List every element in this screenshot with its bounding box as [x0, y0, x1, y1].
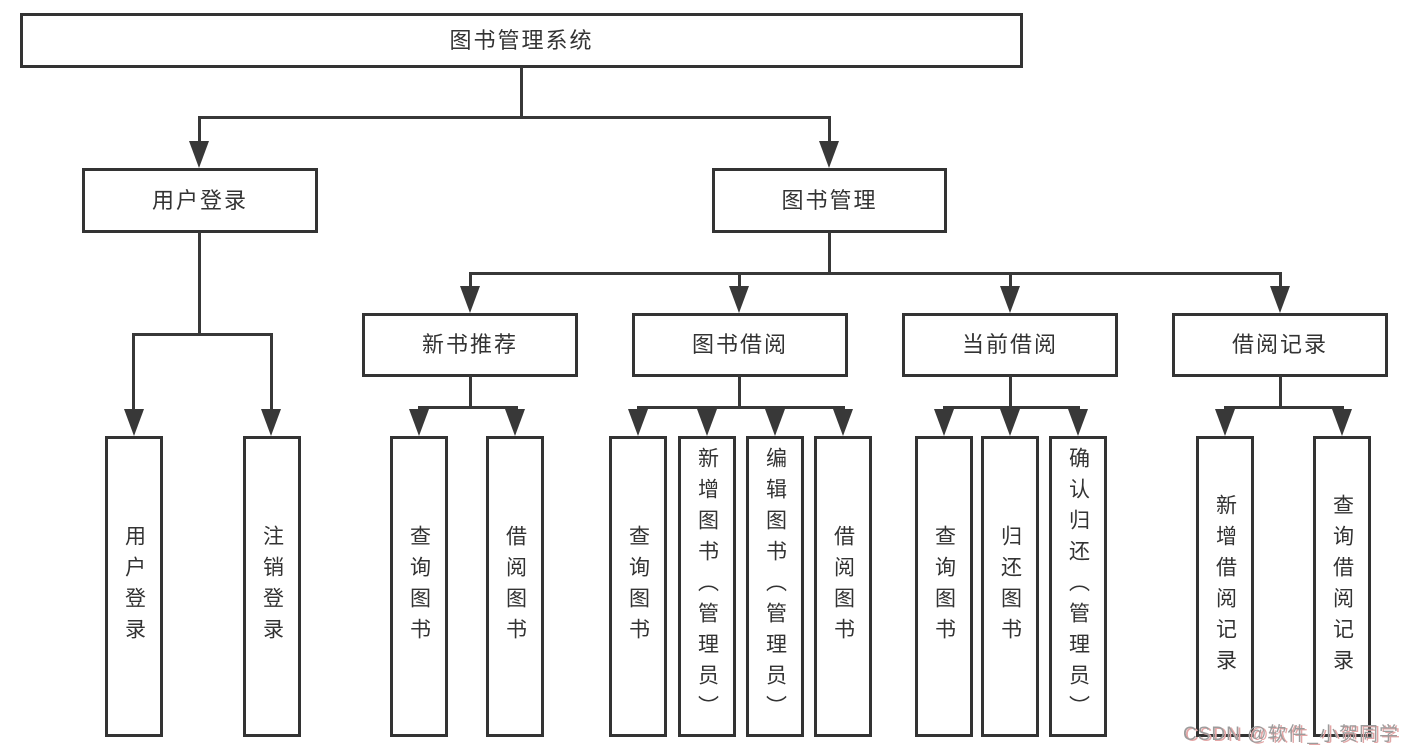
connector-current-drop	[1009, 375, 1012, 408]
connector-manage-branch	[469, 272, 1282, 275]
node-book-borrow: 图书借阅	[632, 313, 848, 377]
node-root: 图书管理系统	[20, 13, 1023, 68]
connector-login-drop	[198, 232, 201, 335]
leaf-query-books-current-label: 查询图书	[932, 524, 956, 649]
arrow-down-icon	[1332, 409, 1352, 436]
leaf-add-borrow-record-label: 新增借阅记录	[1213, 493, 1237, 680]
connector-stem-l3	[1009, 273, 1012, 289]
leaf-edit-book-admin-label: 编辑图书（管理员）	[763, 447, 787, 726]
connector-stem-leaf	[132, 334, 135, 412]
arrow-down-icon	[1000, 409, 1020, 436]
node-root-label: 图书管理系统	[449, 27, 594, 53]
arrow-down-icon	[1000, 286, 1020, 313]
leaf-logout-label: 注销登录	[260, 524, 284, 649]
leaf-user-login: 用户登录	[105, 436, 163, 737]
arrow-down-icon	[189, 141, 209, 168]
leaf-query-borrow-record-label: 查询借阅记录	[1330, 493, 1354, 680]
arrow-down-icon	[124, 409, 144, 436]
arrow-down-icon	[261, 409, 281, 436]
connector-recommend-branch	[418, 406, 518, 409]
node-new-book-recommend: 新书推荐	[362, 313, 578, 377]
connector-records-branch	[1224, 406, 1344, 409]
arrow-down-icon	[505, 409, 525, 436]
leaf-confirm-return-admin-label: 确认归还（管理员）	[1066, 447, 1090, 726]
leaf-borrow-books-recommend-label: 借阅图书	[503, 524, 527, 649]
leaf-return-book-label: 归还图书	[998, 524, 1022, 649]
arrow-down-icon	[833, 409, 853, 436]
node-new-book-recommend-label: 新书推荐	[421, 332, 518, 357]
connector-stem-l3	[469, 273, 472, 289]
arrow-down-icon	[934, 409, 954, 436]
leaf-borrow-books-recommend: 借阅图书	[486, 436, 544, 737]
connector-borrow-branch	[637, 406, 845, 409]
connector-recommend-drop	[469, 375, 472, 408]
node-borrow-records: 借阅记录	[1172, 313, 1388, 377]
arrow-down-icon	[1215, 409, 1235, 436]
leaf-edit-book-admin: 编辑图书（管理员）	[746, 436, 804, 737]
connector-level1-branch	[198, 116, 831, 119]
connector-stem-leaf	[270, 334, 273, 412]
arrow-down-icon	[1068, 409, 1088, 436]
arrow-down-icon	[729, 286, 749, 313]
connector-stem-manage	[828, 116, 831, 144]
leaf-borrow-book-label: 借阅图书	[831, 524, 855, 649]
arrow-down-icon	[460, 286, 480, 313]
node-borrow-records-label: 借阅记录	[1231, 332, 1328, 357]
leaf-return-book: 归还图书	[981, 436, 1039, 737]
connector-root-drop	[520, 67, 523, 119]
node-user-login: 用户登录	[82, 168, 318, 233]
arrow-down-icon	[628, 409, 648, 436]
connector-stem-login	[198, 116, 201, 144]
connector-manage-drop	[828, 232, 831, 274]
node-book-borrow-label: 图书借阅	[691, 332, 788, 357]
connector-login-branch	[132, 333, 273, 336]
watermark: CSDN @软件_小贺同学	[1183, 724, 1399, 745]
node-current-borrow-label: 当前借阅	[961, 332, 1058, 357]
leaf-add-book-admin: 新增图书（管理员）	[678, 436, 736, 737]
leaf-borrow-book: 借阅图书	[814, 436, 872, 737]
leaf-add-borrow-record: 新增借阅记录	[1196, 436, 1254, 737]
arrow-down-icon	[409, 409, 429, 436]
node-current-borrow: 当前借阅	[902, 313, 1118, 377]
connector-records-drop	[1279, 375, 1282, 408]
leaf-query-books-borrow: 查询图书	[609, 436, 667, 737]
leaf-query-books-current: 查询图书	[915, 436, 973, 737]
leaf-query-borrow-record: 查询借阅记录	[1313, 436, 1371, 737]
node-book-management-label: 图书管理	[781, 187, 878, 213]
connector-borrow-drop	[738, 375, 741, 408]
leaf-query-books-recommend-label: 查询图书	[407, 524, 431, 649]
leaf-confirm-return-admin: 确认归还（管理员）	[1049, 436, 1107, 737]
arrow-down-icon	[765, 409, 785, 436]
leaf-user-login-label: 用户登录	[122, 524, 146, 649]
arrow-down-icon	[819, 141, 839, 168]
leaf-logout: 注销登录	[243, 436, 301, 737]
arrow-down-icon	[1270, 286, 1290, 313]
node-book-management: 图书管理	[712, 168, 947, 233]
connector-stem-l3	[738, 273, 741, 289]
connector-stem-l3	[1279, 273, 1282, 289]
leaf-add-book-admin-label: 新增图书（管理员）	[695, 447, 719, 726]
node-user-login-label: 用户登录	[151, 187, 248, 213]
leaf-query-books-recommend: 查询图书	[390, 436, 448, 737]
leaf-query-books-borrow-label: 查询图书	[626, 524, 650, 649]
arrow-down-icon	[697, 409, 717, 436]
